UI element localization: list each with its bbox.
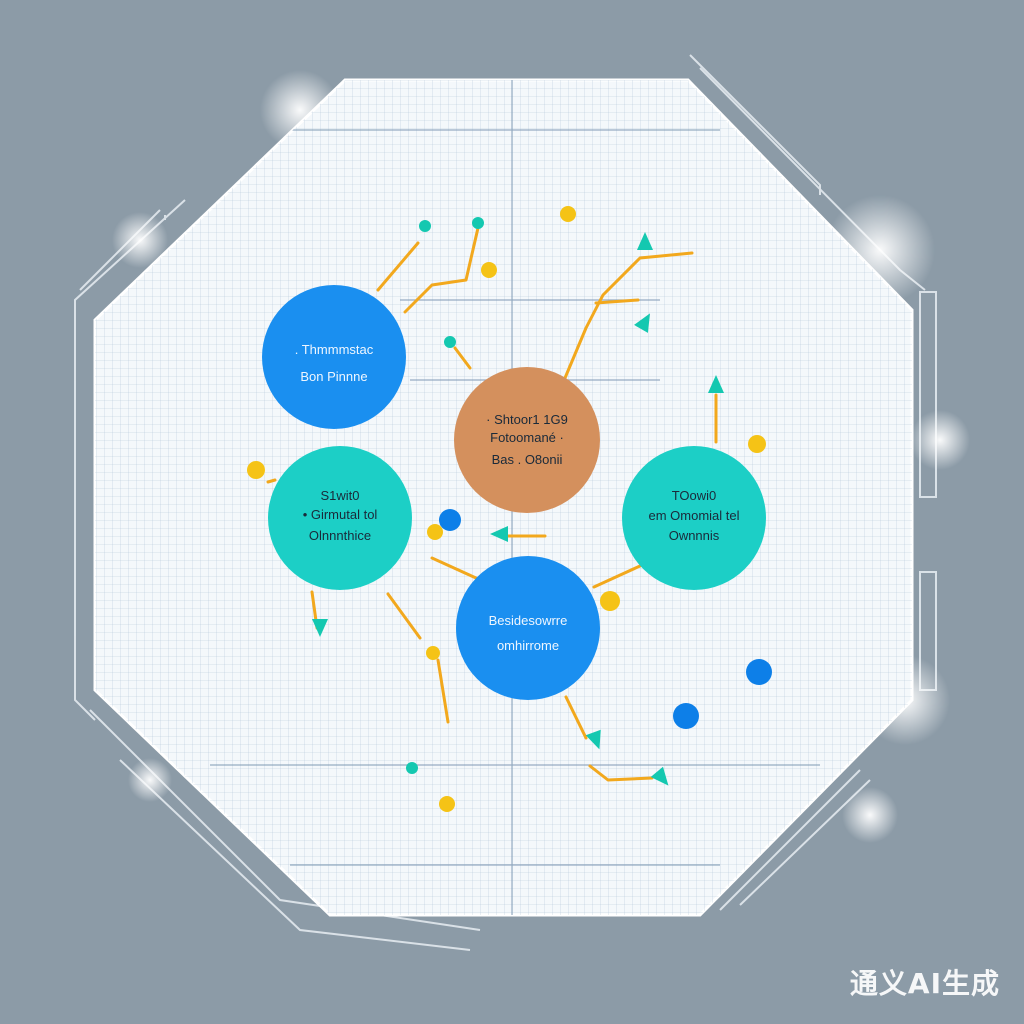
node-center-line-3: Bas . O8onii [492, 452, 563, 467]
marker-dot-6 [426, 646, 440, 660]
node-right-line-1: TOowi0 [672, 488, 717, 503]
marker-dot-12 [406, 762, 418, 774]
connector-14 [266, 478, 277, 484]
connectors [266, 226, 718, 782]
marker-dot-2 [481, 262, 497, 278]
connector-3 [563, 251, 694, 380]
marker-dot-5 [600, 591, 620, 611]
node-bottom-line-1: Besidesowrre [489, 613, 568, 628]
marker-dot-7 [748, 435, 766, 453]
marker-dot-11 [444, 336, 456, 348]
marker-dot-9 [419, 220, 431, 232]
connector-13 [588, 764, 654, 782]
marker-dot-10 [472, 217, 484, 229]
marker-dot-3 [247, 461, 265, 479]
marker-arrow-6 [585, 729, 601, 750]
node-bottom-line-2: omhirrome [497, 638, 559, 653]
marker-dot-4 [427, 524, 443, 540]
node-center-line-1: · Shtoor1 1G9 [486, 412, 568, 427]
markers [247, 206, 772, 812]
node-top-left-line-1: . Thmmmstac [295, 342, 374, 357]
connector-2 [403, 226, 480, 314]
connector-10 [592, 564, 642, 589]
connector-11 [436, 658, 450, 724]
node-right-line-2: em Omomial tel [648, 508, 739, 523]
node-right[interactable]: TOowi0 em Omomial tel Ownnnis [622, 446, 766, 590]
node-left-line-2: • Girmutal tol [303, 507, 378, 522]
marker-arrow-2 [634, 313, 650, 333]
node-bottom[interactable]: Besidesowrre omhirrome [456, 556, 600, 700]
connector-4 [594, 298, 640, 305]
marker-arrow-3 [708, 375, 724, 393]
marker-arrow-1 [637, 232, 653, 250]
node-top-left[interactable]: . Thmmmstac Bon Pinnne [262, 285, 406, 429]
marker-dot-13 [439, 509, 461, 531]
marker-arrow-5 [312, 619, 328, 637]
node-center-line-2: Fotoomané · [490, 430, 564, 445]
marker-dot-14 [746, 659, 772, 685]
node-top-left-line-2: Bon Pinnne [300, 369, 367, 384]
glow-effects [112, 70, 970, 843]
connector-5 [453, 346, 472, 370]
marker-dot-1 [560, 206, 576, 222]
connector-9 [386, 592, 422, 640]
connector-7 [430, 556, 478, 580]
node-left-line-1: S1wit0 [320, 488, 359, 503]
marker-dot-15 [673, 703, 699, 729]
watermark-text: 通义AI生成 [849, 967, 1000, 1000]
connector-12 [564, 695, 588, 740]
node-right-line-3: Ownnnis [669, 528, 720, 543]
marker-arrow-4 [490, 526, 508, 542]
connector-1 [376, 241, 420, 292]
node-left[interactable]: S1wit0 • Girmutal tol Olnnnthice [268, 446, 412, 590]
marker-arrow-7 [650, 766, 669, 786]
marker-dot-8 [439, 796, 455, 812]
node-left-line-3: Olnnnthice [309, 528, 371, 543]
node-center[interactable]: · Shtoor1 1G9 Fotoomané · Bas . O8onii [454, 367, 600, 513]
